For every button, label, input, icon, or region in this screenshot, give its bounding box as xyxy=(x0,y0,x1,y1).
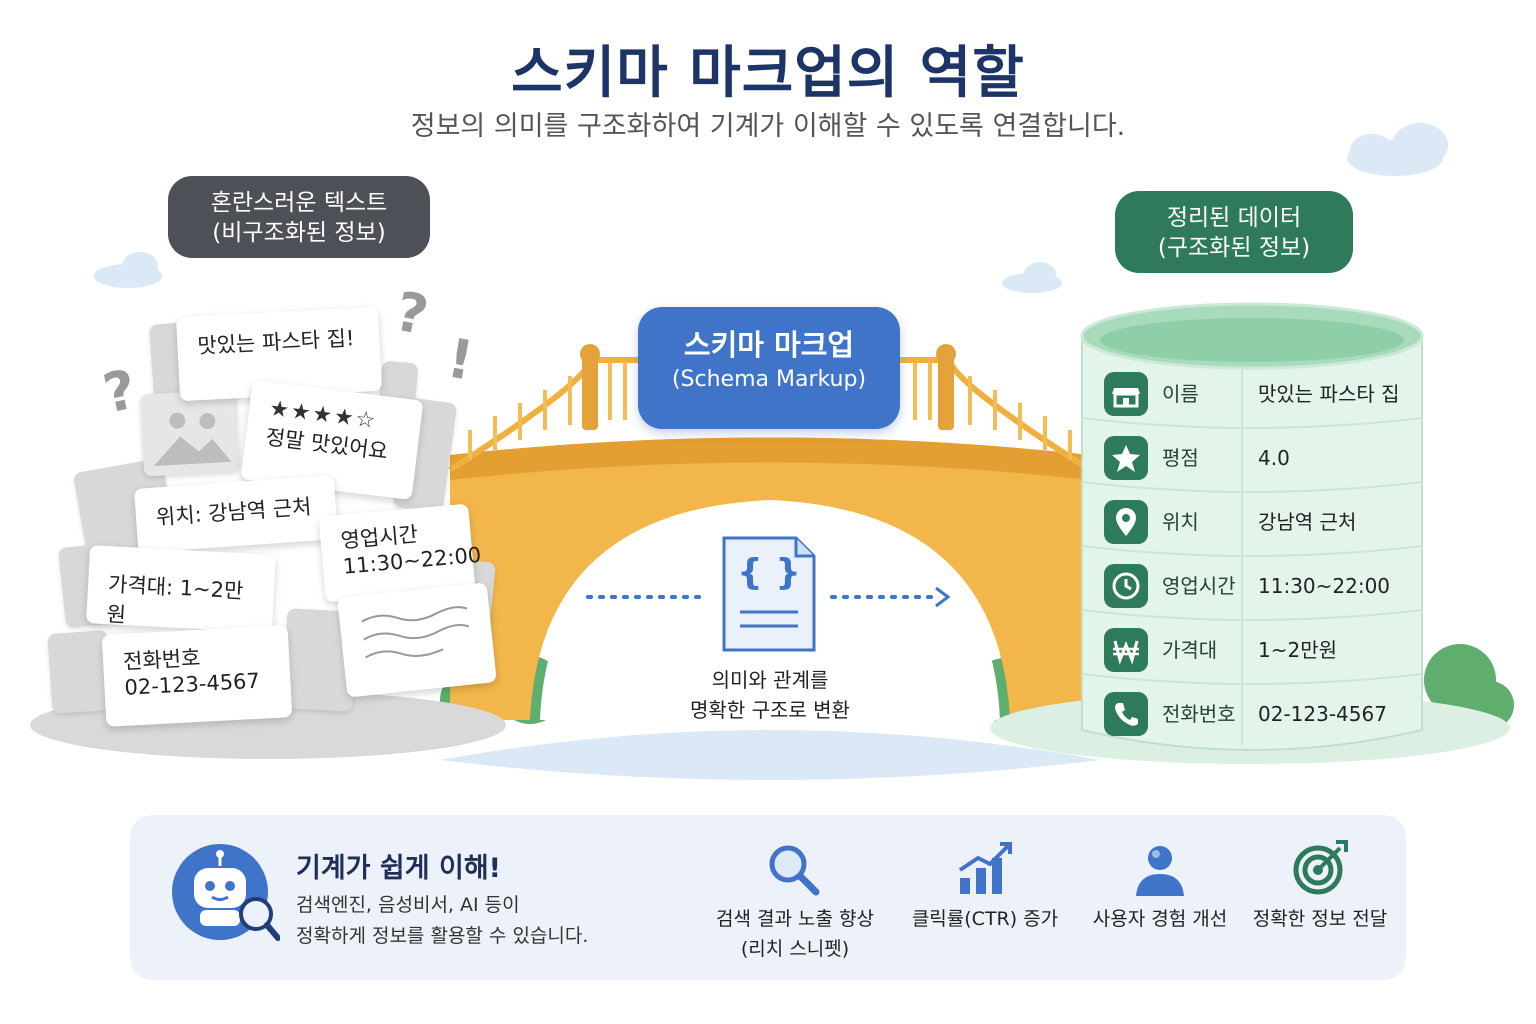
user-icon xyxy=(1130,840,1190,900)
image-placeholder-card xyxy=(139,389,241,477)
page-title: 스키마 마크업의 역할 xyxy=(511,41,1025,106)
row-value: 11:30~22:00 xyxy=(1258,574,1391,598)
text-card-phone: 전화번호 02-123-4567 xyxy=(101,625,293,727)
data-row-location: 위치 강남역 근처 xyxy=(1086,492,1422,552)
badge-line: 스키마 마크업 xyxy=(683,328,855,362)
benefit-ctr: 클릭률(CTR) 증가 xyxy=(900,904,1070,934)
code-braces: { } xyxy=(737,552,801,593)
benefit-line: 검색 결과 노출 향상 xyxy=(716,908,874,930)
row-label: 가격대 xyxy=(1162,638,1218,662)
scribble-card xyxy=(337,582,497,698)
row-value: 02-123-4567 xyxy=(1258,702,1387,726)
row-label: 이름 xyxy=(1162,382,1199,406)
row-value: 4.0 xyxy=(1258,446,1290,470)
data-row-phone: 전화번호 02-123-4567 xyxy=(1086,684,1422,744)
unstructured-badge: 혼란스러운 텍스트 (비구조화된 정보) xyxy=(168,176,430,258)
benefit-line: 사용자 경험 개선 xyxy=(1092,908,1228,930)
page-subtitle: 정보의 의미를 구조화하여 기계가 이해할 수 있도록 연결합니다. xyxy=(410,111,1126,142)
row-value: 강남역 근처 xyxy=(1258,510,1357,534)
data-row-rating: 평점 4.0 xyxy=(1086,428,1422,488)
desc-line: 검색엔진, 음성비서, AI 등이 xyxy=(296,894,520,916)
star-icon xyxy=(1104,436,1148,480)
card-text: 맛있는 파스타 집! xyxy=(196,326,355,359)
text-card-price: 가격대: 1~2만원 xyxy=(86,545,276,633)
structured-badge: 정리된 데이터 (구조화된 정보) xyxy=(1115,191,1353,273)
store-icon xyxy=(1104,372,1148,416)
benefit-line: 정확한 정보 전달 xyxy=(1252,908,1388,930)
badge-line: 혼란스러운 텍스트 xyxy=(210,190,388,216)
cloud-icon xyxy=(1002,262,1062,293)
badge-line: (비구조화된 정보) xyxy=(212,220,386,246)
card-text: 가격대: 1~2만원 xyxy=(105,572,244,628)
data-row-price: 가격대 1~2만원 xyxy=(1086,620,1422,680)
row-label: 위치 xyxy=(1162,510,1199,534)
robot-magnifier-icon xyxy=(170,842,281,952)
location-pin-icon xyxy=(1104,500,1148,544)
benefit-ux: 사용자 경험 개선 xyxy=(1080,904,1240,934)
data-row-name: 이름 맛있는 파스타 집 xyxy=(1086,364,1422,424)
row-label: 평점 xyxy=(1162,446,1199,470)
caption-line: 의미와 관계를 xyxy=(711,668,829,692)
row-label: 영업시간 xyxy=(1162,574,1236,598)
water xyxy=(440,730,1100,780)
benefits-description: 검색엔진, 음성비서, AI 등이 정확하게 정보를 활용할 수 있습니다. xyxy=(296,890,588,952)
benefit-search: 검색 결과 노출 향상 (리치 스니펫) xyxy=(700,904,890,964)
scribble-lines xyxy=(361,606,470,659)
row-label: 전화번호 xyxy=(1162,702,1236,726)
database-cylinder xyxy=(1080,302,1424,751)
target-icon xyxy=(1290,838,1350,898)
row-value: 맛있는 파스타 집 xyxy=(1258,382,1400,406)
benefits-title: 기계가 쉽게 이해! xyxy=(296,853,501,884)
data-row-hours: 영업시간 11:30~22:00 xyxy=(1086,556,1422,616)
won-icon xyxy=(1104,628,1148,672)
card-text: 위치: 강남역 근처 xyxy=(155,494,313,530)
code-document-icon xyxy=(722,536,816,652)
magnifier-icon xyxy=(764,840,824,900)
bar-chart-icon xyxy=(956,838,1016,898)
arrow-head-icon xyxy=(935,586,951,608)
clock-icon xyxy=(1104,564,1148,608)
benefit-line: 클릭률(CTR) 증가 xyxy=(911,908,1059,930)
badge-line: 정리된 데이터 xyxy=(1166,205,1302,231)
badge-line: (Schema Markup) xyxy=(671,367,867,392)
bridge-caption: 의미와 관계를 명확한 구조로 변환 xyxy=(660,665,880,725)
benefit-accuracy: 정확한 정보 전달 xyxy=(1240,904,1400,934)
row-value: 1~2만원 xyxy=(1258,638,1338,662)
schema-markup-badge: 스키마 마크업 (Schema Markup) xyxy=(638,307,900,429)
image-icon xyxy=(153,412,232,466)
benefits-panel xyxy=(130,815,1406,980)
badge-line: (구조화된 정보) xyxy=(1157,235,1311,261)
benefit-line: (리치 스니펫) xyxy=(740,938,850,960)
caption-line: 명확한 구조로 변환 xyxy=(690,698,850,722)
desc-line: 정확하게 정보를 활용할 수 있습니다. xyxy=(296,925,589,947)
cloud-icon xyxy=(1347,123,1448,176)
phone-icon xyxy=(1104,692,1148,736)
cloud-icon xyxy=(94,252,162,288)
